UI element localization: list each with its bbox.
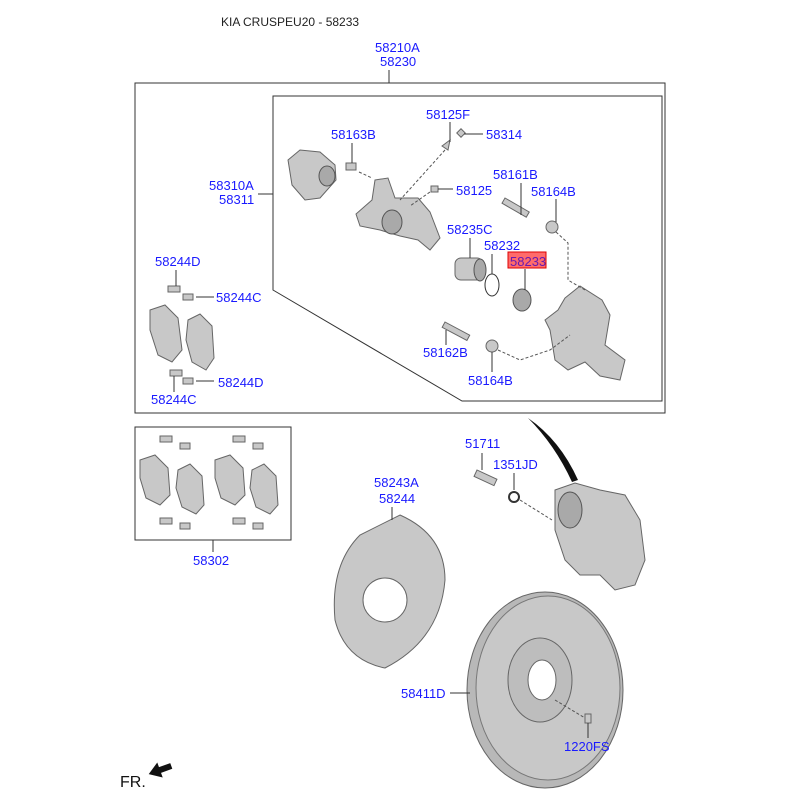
label-58125f[interactable]: 58125F [426, 107, 470, 122]
actuator-motor [287, 149, 337, 201]
label-58243a[interactable]: 58243A [374, 475, 419, 490]
label-58164b-bottom[interactable]: 58164B [468, 373, 513, 388]
label-58411d[interactable]: 58411D [401, 686, 446, 701]
label-58244c-bottom[interactable]: 58244C [151, 392, 197, 407]
caliper-subframe [272, 95, 663, 402]
front-arrow-icon [148, 762, 173, 778]
assembly-frame [134, 82, 666, 414]
label-58244d-bottom[interactable]: 58244D [218, 375, 264, 390]
caliper-body [355, 177, 441, 251]
label-58302[interactable]: 58302 [193, 553, 229, 568]
bolt-51711-icon [473, 469, 498, 487]
label-58244c-top[interactable]: 58244C [216, 290, 262, 305]
bolt-58164b-bottom-icon [485, 339, 499, 353]
label-58164b-top[interactable]: 58164B [531, 184, 576, 199]
seal-ring-icon [484, 273, 500, 297]
washer-icon [508, 491, 520, 503]
caliper-bracket [544, 285, 626, 381]
label-1351jd[interactable]: 1351JD [493, 457, 538, 472]
label-58311[interactable]: 58311 [219, 192, 254, 207]
label-1220fs[interactable]: 1220FS [564, 739, 610, 754]
cap-58314-icon [456, 128, 466, 138]
pointer-arc [528, 418, 578, 482]
label-58230[interactable]: 58230 [380, 54, 416, 69]
label-58235c[interactable]: 58235C [447, 222, 493, 237]
bleeder-58125-icon [430, 185, 439, 193]
label-58232[interactable]: 58232 [484, 238, 520, 253]
bolt-58164b-top-icon [545, 220, 559, 234]
diagram-title: KIA CRUSPEU20 - 58233 [221, 15, 359, 29]
screw-1220fs-icon [584, 713, 592, 724]
label-58244[interactable]: 58244 [379, 491, 415, 506]
label-58125[interactable]: 58125 [456, 183, 492, 198]
label-58310a[interactable]: 58310A [209, 178, 254, 193]
guide-pin-58161b-icon [501, 197, 530, 218]
front-indicator: FR. [120, 774, 146, 791]
bolt-58163b-icon [345, 162, 357, 171]
label-51711[interactable]: 51711 [465, 436, 500, 451]
brake-disc-icon [466, 591, 624, 789]
label-58244d-top[interactable]: 58244D [155, 254, 201, 269]
piston-icon [454, 257, 487, 282]
caliper-assembly-icon [554, 482, 646, 591]
dust-shield-icon [333, 514, 446, 669]
pad-kit-icon [139, 435, 279, 530]
bleeder-58125f-icon [441, 138, 451, 151]
label-58210a[interactable]: 58210A [375, 40, 420, 55]
label-58233-highlighted[interactable]: 58233 [510, 254, 546, 269]
label-58163b[interactable]: 58163B [331, 127, 376, 142]
label-58314[interactable]: 58314 [486, 127, 522, 142]
label-58161b[interactable]: 58161B [493, 167, 538, 182]
highlight-box [507, 251, 547, 269]
guide-pin-58162b-icon [441, 321, 471, 342]
leader-lines [351, 122, 586, 372]
brake-pads-set [149, 285, 215, 385]
label-58162b[interactable]: 58162B [423, 345, 468, 360]
dust-boot-icon [512, 288, 532, 312]
